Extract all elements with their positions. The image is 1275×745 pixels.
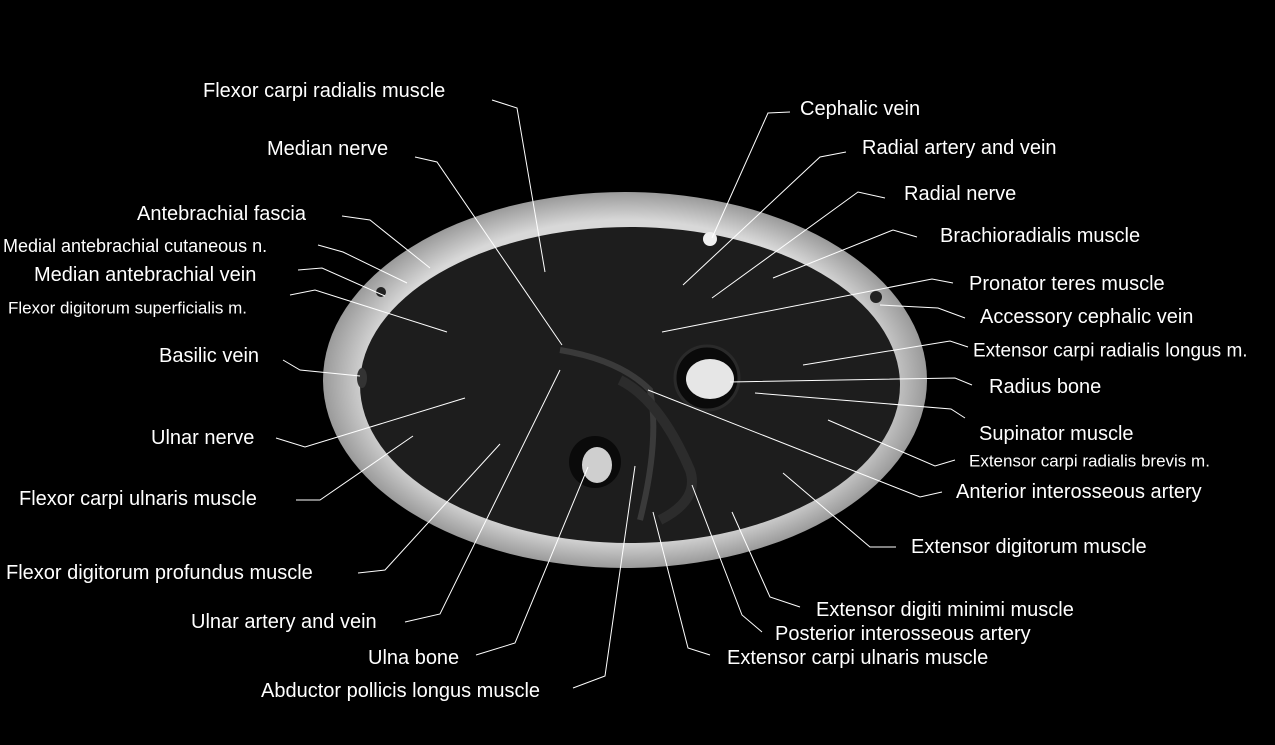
anatomy-label: Median nerve [267, 138, 389, 160]
anatomy-label: Radial nerve [904, 183, 1017, 205]
anatomy-label: Median antebrachial vein [34, 264, 257, 286]
leader-line [661, 278, 954, 333]
anatomy-label: Flexor carpi radialis muscle [203, 80, 446, 102]
anatomy-label: Antebrachial fascia [137, 203, 306, 225]
fascia-septum [559, 347, 657, 521]
leader-line [572, 465, 636, 689]
anatomy-label: Flexor carpi ulnaris muscle [19, 488, 257, 510]
anatomy-label: Brachioradialis muscle [940, 225, 1141, 247]
anatomy-label: Extensor carpi radialis brevis m. [969, 451, 1210, 471]
anatomy-label: Anterior interosseous artery [956, 481, 1202, 503]
leader-line [782, 472, 896, 548]
anatomy-label: Abductor pollicis longus muscle [261, 680, 541, 702]
leader-line [731, 511, 801, 608]
anatomy-label: Cephalic vein [800, 98, 921, 120]
leader-line [491, 99, 546, 273]
anatomy-label: Basilic vein [159, 345, 260, 367]
leader-line [357, 443, 501, 574]
accessory-cephalic-vein [870, 291, 882, 303]
leader-line [317, 244, 408, 284]
anatomy-label: Pronator teres muscle [969, 273, 1165, 295]
leader-line [754, 392, 966, 419]
anatomy-label: Extensor carpi radialis longus m. [973, 340, 1248, 362]
leader-line [414, 156, 563, 346]
anatomy-label: Radius bone [989, 376, 1102, 398]
leader-line [652, 511, 711, 656]
anatomy-label: Supinator muscle [979, 423, 1134, 445]
anatomy-label: Flexor digitorum profundus muscle [6, 562, 313, 584]
radius-bone-marrow [686, 359, 734, 399]
leader-line [772, 229, 918, 279]
leader-line [647, 389, 943, 498]
anatomy-label: Extensor digitorum muscle [911, 536, 1147, 558]
leader-line [275, 397, 466, 448]
ulna-bone-marrow [582, 447, 612, 483]
leader-line [711, 191, 886, 299]
anatomy-label: Medial antebrachial cutaneous n. [3, 236, 268, 256]
anatomy-label: Ulnar artery and vein [191, 611, 377, 633]
leader-line [404, 369, 561, 623]
leader-line [289, 289, 448, 333]
median-antebrachial-vein [376, 287, 386, 297]
leader-line [711, 111, 791, 239]
interosseous-region [617, 375, 697, 525]
leader-line [691, 484, 763, 633]
anatomy-label: Radial artery and vein [862, 137, 1057, 159]
leader-line [297, 267, 386, 297]
leader-line [729, 377, 973, 386]
cephalic-vein [703, 232, 717, 246]
leader-line [296, 435, 414, 501]
anatomy-label: Extensor carpi ulnaris muscle [727, 647, 989, 669]
anatomy-label: Ulnar nerve [151, 427, 255, 449]
leader-line [802, 340, 969, 366]
leader-line [282, 359, 361, 377]
anatomy-label: Accessory cephalic vein [980, 306, 1194, 328]
basilic-vein [357, 368, 367, 388]
anatomy-label: Extensor digiti minimi muscle [816, 599, 1074, 621]
leader-line [879, 304, 966, 319]
anatomy-label: Posterior interosseous artery [775, 623, 1031, 645]
leader-lines [275, 99, 973, 689]
leader-line [475, 466, 589, 656]
anatomy-label: Ulna bone [368, 647, 460, 669]
leader-line [827, 419, 956, 467]
leader-line [341, 215, 431, 269]
leader-line [682, 151, 847, 286]
anatomy-label: Flexor digitorum superficialis m. [8, 298, 248, 318]
